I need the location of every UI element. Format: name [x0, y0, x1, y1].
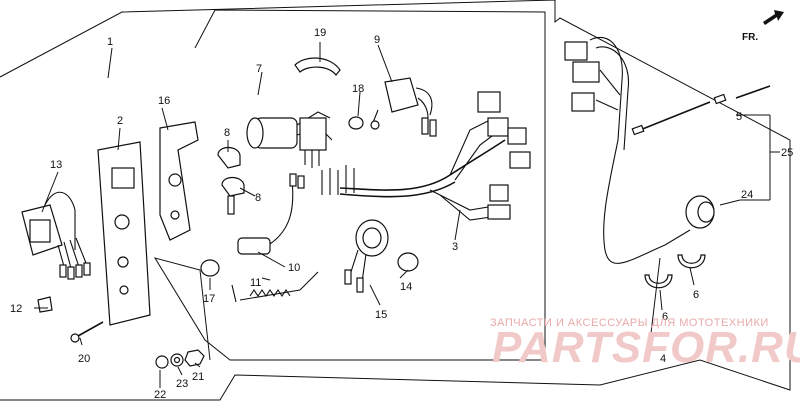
- nut-washers: [155, 349, 205, 369]
- watermark-logo: PARTSFOR.RU: [492, 323, 800, 372]
- callout-9: 9: [374, 34, 380, 46]
- callout-2: 2: [117, 115, 123, 127]
- ignition-switch-7: [246, 111, 333, 168]
- callout-8a: 8: [224, 127, 230, 139]
- assembly-boundary: [0, 0, 791, 401]
- clamp-6b: [677, 254, 706, 269]
- direction-label: FR.: [742, 32, 758, 43]
- sensor-10-11: [231, 173, 319, 303]
- leader-lines: [34, 42, 780, 388]
- callout-13: 13: [50, 159, 62, 171]
- callout-4: 4: [660, 353, 666, 365]
- bracket: [159, 121, 199, 241]
- watermark-subtitle: ЗАПЧАСТИ И АКСЕССУАРЫ ДЛЯ МОТОТЕХНИКИ: [490, 317, 769, 329]
- screw-20: [70, 321, 104, 343]
- callout-24: 24: [741, 189, 753, 201]
- band-19: [294, 57, 341, 76]
- callout-25: 25: [781, 147, 793, 159]
- mounting-plate: [97, 141, 151, 326]
- cables-5: [631, 85, 771, 136]
- callout-22: 22: [154, 389, 166, 401]
- callout-5: 5: [736, 111, 742, 123]
- callout-23: 23: [176, 378, 188, 390]
- buzzer-15: [344, 219, 389, 293]
- callout-19: 19: [314, 27, 326, 39]
- direction-indicator: FR.: [742, 10, 784, 43]
- clamp-6a: [644, 274, 673, 289]
- callout-16: 16: [158, 95, 170, 107]
- callout-14: 14: [400, 281, 412, 293]
- grommet-17: [200, 259, 220, 277]
- callout-11: 11: [250, 277, 261, 289]
- callout-8b: 8: [255, 192, 261, 204]
- callout-1: 1: [107, 36, 113, 48]
- toggle-switch-9: [370, 77, 437, 137]
- callout-18: 18: [352, 83, 364, 95]
- harness-25: [564, 37, 691, 264]
- callout-21: 21: [192, 371, 204, 383]
- callout-3: 3: [452, 241, 458, 253]
- callout-6b: 6: [693, 289, 699, 301]
- main-harness-3: [321, 91, 531, 221]
- cap-14: [397, 252, 419, 272]
- callout-6a: 6: [662, 311, 668, 323]
- callout-20: 20: [78, 353, 90, 365]
- callout-17: 17: [203, 293, 215, 305]
- callout-12: 12: [10, 303, 22, 315]
- inner-boundary: [153, 9, 546, 361]
- grommet-18: [348, 116, 364, 130]
- keys-8: [217, 146, 245, 215]
- callout-10: 10: [288, 262, 300, 274]
- callout-15: 15: [375, 309, 387, 321]
- coupler-24: [685, 195, 715, 229]
- switch-13: [21, 191, 91, 280]
- clip-12: [37, 296, 53, 313]
- callout-7: 7: [256, 63, 262, 75]
